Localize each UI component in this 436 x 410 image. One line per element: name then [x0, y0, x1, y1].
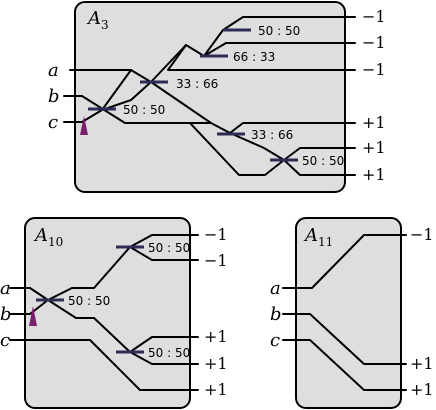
output-label: −1	[204, 225, 228, 244]
output-label: +1	[410, 354, 434, 373]
panel-a10-title: A10	[33, 225, 63, 249]
splitter-ratio: 50 : 50	[68, 294, 110, 308]
input-label-c: c	[0, 330, 10, 351]
input-label-b: b	[48, 86, 60, 107]
panel-a10-wire	[9, 234, 199, 301]
splitter-ratio: 66 : 33	[233, 50, 275, 64]
output-label: +1	[410, 380, 434, 399]
panel-a11-wire	[282, 339, 407, 391]
output-label: −1	[204, 251, 228, 270]
panel-a11-title: A11	[303, 225, 333, 249]
splitter-ratio: 33 : 66	[176, 77, 218, 91]
splitter-ratio: 33 : 66	[251, 128, 293, 142]
panel-a3: A3 50 : 50 66 : 33 33 : 66 50 : 50 33 : …	[48, 1, 386, 193]
panel-a3-wire	[167, 44, 356, 71]
splitter-ratio: 50 : 50	[148, 346, 190, 360]
output-label: +1	[204, 354, 228, 373]
panel-a3-title: A3	[86, 8, 109, 32]
input-label-c: c	[270, 330, 280, 351]
panel-a3-wire	[69, 16, 356, 83]
output-label: +1	[204, 380, 228, 399]
output-label: −1	[362, 7, 386, 26]
panel-a3-wire	[101, 81, 212, 124]
output-label: +1	[204, 327, 228, 346]
output-label: −1	[362, 60, 386, 79]
source-marker	[29, 306, 37, 326]
output-label: +1	[362, 113, 386, 132]
output-label: +1	[362, 138, 386, 157]
input-label-a: a	[270, 278, 281, 299]
output-label: −1	[410, 225, 434, 244]
input-label-a: a	[48, 60, 59, 81]
splitter-ratio: 50 : 50	[123, 103, 165, 117]
panel-a11-box	[295, 217, 402, 409]
panel-a10-wire	[129, 246, 199, 261]
input-label-a: a	[0, 278, 11, 299]
output-label: −1	[362, 33, 386, 52]
panel-a11-wire	[282, 234, 407, 289]
panel-a10-wire	[129, 351, 199, 365]
panel-a11-wire	[282, 313, 407, 365]
panel-a11: A11 a b c −1 +1 +1	[270, 217, 434, 409]
source-marker	[80, 116, 88, 135]
splitter-ratio: 50 : 50	[302, 154, 344, 168]
splitter-ratio: 50 : 50	[148, 241, 190, 255]
input-label-b: b	[270, 304, 282, 325]
panel-a3-wire	[203, 42, 356, 57]
panel-a10-wire	[9, 339, 199, 391]
splitter-ratio: 50 : 50	[258, 24, 300, 38]
panel-a3-wire	[283, 159, 356, 176]
panel-a3-wire	[63, 69, 132, 123]
panel-a3-wire	[189, 122, 285, 176]
input-label-c: c	[48, 112, 58, 133]
input-label-b: b	[0, 304, 12, 325]
panel-a10: A10 50 : 50 50 : 50 50 : 50 a b c −1 −1 …	[0, 217, 228, 409]
output-label: +1	[362, 165, 386, 184]
